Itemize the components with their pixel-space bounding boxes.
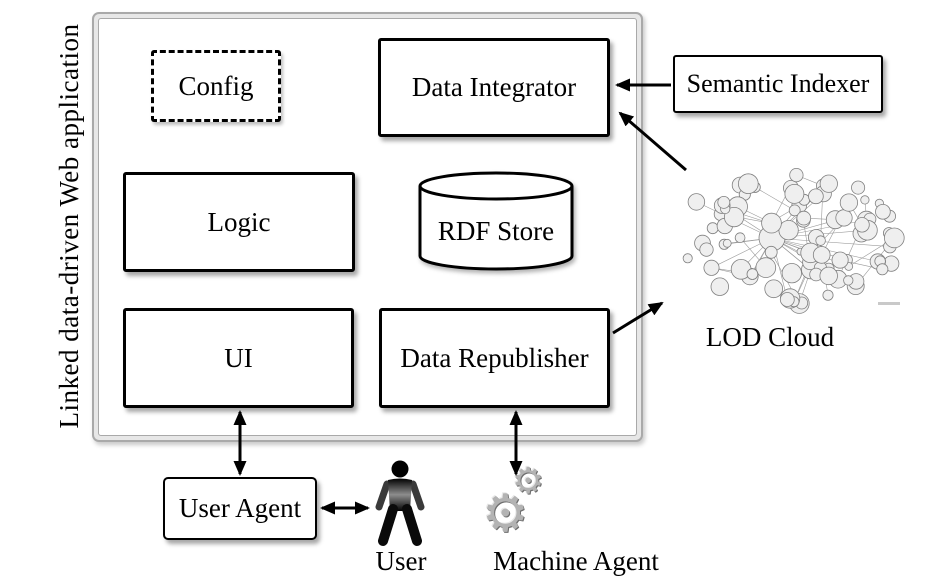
config-box: Config	[151, 50, 281, 122]
person-icon	[375, 460, 425, 546]
logic-box: Logic	[123, 172, 355, 272]
ui-label: UI	[224, 342, 253, 373]
semantic-indexer-box: Semantic Indexer	[673, 55, 883, 113]
data-integrator-box: Data Integrator	[378, 38, 610, 137]
user-label: User	[375, 546, 427, 576]
user-figure	[374, 460, 426, 548]
user-agent-box: User Agent	[163, 477, 317, 540]
cylinder-icon	[418, 171, 574, 271]
machine-agent-figure: ⚙ ⚙	[482, 464, 558, 552]
network-graph-icon	[682, 168, 905, 314]
rdf-store-label: RDF Store	[437, 216, 555, 246]
machine-agent-label: Machine Agent	[493, 546, 659, 576]
data-integrator-label: Data Integrator	[411, 72, 577, 102]
config-label: Config	[178, 70, 254, 101]
logic-label: Logic	[207, 206, 271, 237]
boundary-label: Linked data-driven Web application	[54, 23, 84, 429]
lod-cloud-label: LOD Cloud	[705, 322, 835, 352]
gear-icon: ⚙	[512, 461, 545, 502]
rdf-store-cylinder: RDF Store	[417, 170, 575, 273]
ui-box: UI	[123, 308, 354, 408]
semantic-indexer-label: Semantic Indexer	[686, 69, 870, 98]
gear-icon: ⚙	[482, 484, 529, 544]
lod-cloud-image	[668, 158, 912, 316]
data-republisher-label: Data Republisher	[400, 342, 589, 373]
data-republisher-box: Data Republisher	[379, 308, 610, 408]
user-agent-label: User Agent	[178, 493, 302, 523]
